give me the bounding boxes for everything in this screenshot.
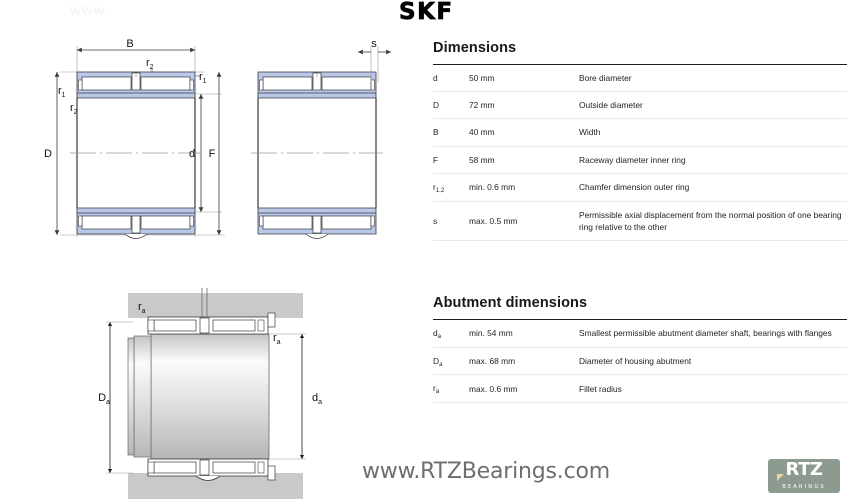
row-symbol: s: [433, 215, 438, 226]
row-description: Smallest permissible abutment diameter s…: [579, 318, 847, 348]
rtz-logo-tagline: BEARINGS: [782, 484, 826, 490]
rtz-logo-wordmark: RTZ: [785, 459, 823, 480]
row-description: Raceway diameter inner ring: [579, 154, 686, 165]
label-da: da: [312, 392, 322, 406]
label-r1-left: r1: [58, 85, 66, 99]
row-description: Fillet radius: [579, 383, 622, 394]
row-value: 72 mm: [469, 100, 495, 111]
row-value: max. 0.5 mm: [469, 215, 518, 226]
row-symbol: r1,2: [433, 181, 445, 194]
row-symbol: ra: [433, 383, 440, 396]
rtz-bearings-logo[interactable]: RTZ BEARINGS: [768, 459, 840, 493]
rtz-logo-corner-accent: [777, 474, 784, 481]
footer-website-url[interactable]: www.RTZBearings.com: [362, 459, 610, 484]
row-value: 58 mm: [469, 154, 495, 165]
section-gap: [433, 241, 847, 295]
table-row: s max. 0.5 mm Permissible axial displaceme…: [433, 201, 847, 241]
row-symbol: Da: [433, 355, 443, 368]
label-D: D: [44, 148, 52, 160]
table-row: B 40 mm Width: [433, 119, 847, 147]
label-r2-left: r2: [70, 102, 78, 116]
row-symbol-subscript: a: [435, 389, 440, 396]
label-s: s: [371, 38, 377, 50]
row-value: min. 0.6 mm: [469, 182, 516, 193]
skf-logo: SKF: [399, 0, 454, 25]
row-symbol: F: [433, 154, 439, 165]
row-description: Width: [579, 127, 601, 138]
table-row: D 72 mm Outside diameter: [433, 92, 847, 119]
housing-block-top: [128, 293, 303, 318]
section-title-abutment: Abutment dimensions: [433, 294, 588, 311]
section-title-dimensions: Dimensions: [433, 40, 517, 56]
row-symbol: d: [433, 63, 469, 92]
table-row: r1,2 min. 0.6 mm Chamfer dimension outer r…: [433, 173, 847, 202]
row-description: Outside diameter: [579, 100, 643, 111]
row-symbol: da: [433, 318, 469, 348]
row-symbol-subscript: a: [437, 333, 442, 340]
label-d: d: [189, 148, 195, 160]
label-Da: Da: [98, 392, 110, 406]
row-value: min. 54 mm: [469, 318, 579, 348]
abutment-dimensions-drawing: Da da ra ra: [98, 288, 322, 499]
table-row: Da max. 68 mm Diameter of housing abutment: [433, 347, 847, 375]
label-ra-left: ra: [138, 301, 146, 315]
row-symbol: B: [433, 127, 439, 138]
row-symbol-subscript: 1,2: [435, 187, 445, 194]
label-B: B: [126, 38, 133, 50]
row-value: 50 mm: [469, 63, 579, 92]
row-description: Permissible axial displacement from the …: [579, 209, 842, 232]
row-description: Diameter of housing abutment: [579, 355, 692, 366]
label-ra-right: ra: [273, 332, 281, 346]
row-symbol: D: [433, 100, 440, 111]
label-r1-top: r1: [199, 71, 207, 85]
row-description: Bore diameter: [579, 63, 847, 92]
row-value: 40 mm: [469, 127, 495, 138]
label-r2-top: r2: [146, 57, 154, 71]
label-F: F: [209, 148, 216, 160]
row-symbol-subscript: a: [439, 361, 443, 368]
watermark-top-left: www.: [70, 2, 110, 19]
bearing-cross-section-drawing: B D d F r2 r1 r1 r2 s: [44, 38, 391, 239]
row-value: max. 68 mm: [469, 355, 516, 366]
table-row: ra max. 0.6 mm Fillet radius: [433, 375, 847, 403]
row-description: Chamfer dimension outer ring: [579, 182, 690, 193]
row-value: max. 0.6 mm: [469, 383, 518, 394]
table-row: F 58 mm Raceway diameter inner ring: [433, 146, 847, 174]
